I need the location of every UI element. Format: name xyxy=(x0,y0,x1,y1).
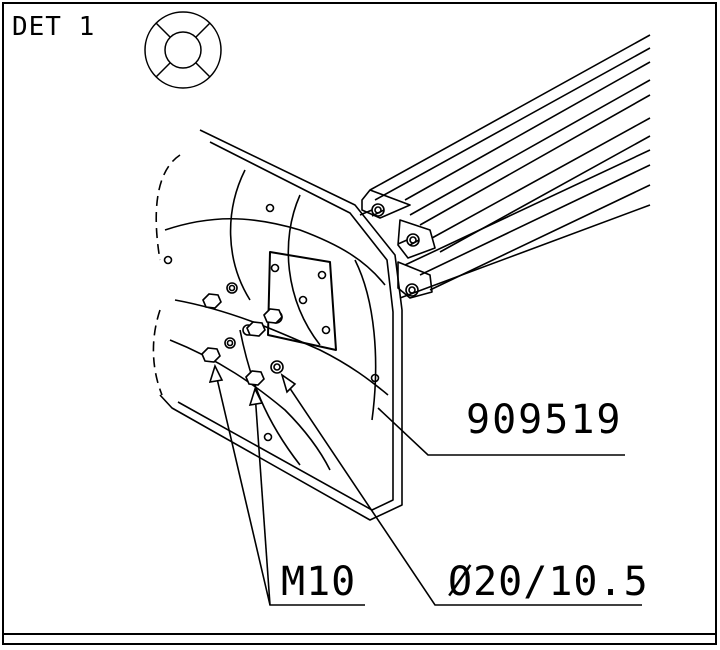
part-number-callout: 909519 xyxy=(466,397,623,443)
m10-nuts xyxy=(201,293,283,386)
leader-lines xyxy=(208,363,642,606)
detail-title: DET 1 xyxy=(12,12,96,42)
bolt-size-callout: M10 xyxy=(281,559,357,605)
view-direction-icon xyxy=(144,11,222,89)
aluminium-profile xyxy=(359,34,651,299)
washer-size-callout: Ø20/10.5 xyxy=(448,559,649,605)
corner-plate xyxy=(152,129,403,521)
